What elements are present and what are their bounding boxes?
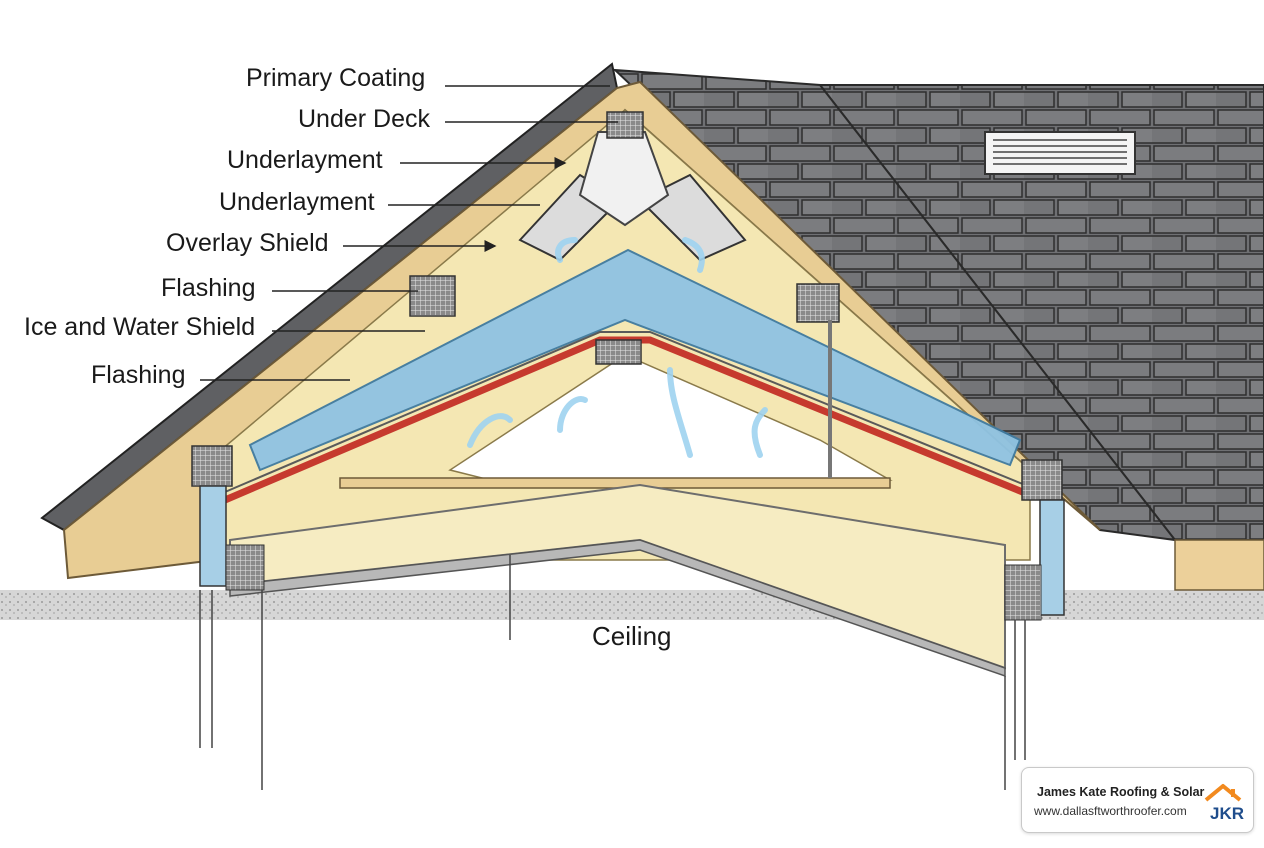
brand-name: James Kate Roofing & Solar <box>1037 785 1205 799</box>
brand-url: www.dallasftworthroofer.com <box>1034 804 1187 818</box>
house-jkr-logo-icon: JKR <box>1204 784 1244 823</box>
ceiling-joist <box>339 477 891 489</box>
center-mesh-icon <box>595 339 642 365</box>
callout-underlayment-2: Underlayment <box>219 188 375 216</box>
callout-flashing-2: Flashing <box>91 361 186 389</box>
right-mesh-icon <box>796 283 840 323</box>
left-eave-mesh-icon <box>191 445 233 487</box>
ceiling-label: Ceiling <box>592 621 672 651</box>
airflow-arrows <box>467 237 768 458</box>
gable-vent-icon <box>984 131 1136 175</box>
right-eave-mesh-icon <box>1021 459 1063 501</box>
left-wall-block <box>225 544 265 591</box>
ice-water-shield-band <box>248 248 1022 472</box>
right-wall-post <box>1039 499 1065 616</box>
callout-overlay-shield: Overlay Shield <box>166 229 329 257</box>
brand-card: James Kate Roofing & Solar www.dallasftw… <box>1021 767 1254 833</box>
right-wall-block <box>1004 564 1042 621</box>
leader-lines <box>200 85 618 381</box>
callout-under-deck: Under Deck <box>298 105 430 133</box>
metal-rail <box>224 331 1031 493</box>
left-mesh-icon <box>409 275 456 317</box>
ridge-mesh-icon <box>606 111 644 139</box>
svg-text:JKR: JKR <box>1210 804 1244 823</box>
callout-underlayment-1: Underlayment <box>227 146 383 174</box>
wall-lines <box>199 555 1026 790</box>
callout-primary-coating: Primary Coating <box>246 64 426 92</box>
ground-strip <box>0 590 1264 620</box>
callout-ice-water-shield: Ice and Water Shield <box>24 313 256 341</box>
callout-flashing-1: Flashing <box>161 274 256 302</box>
left-wall-post <box>199 485 227 587</box>
right-fascia <box>1174 539 1264 591</box>
